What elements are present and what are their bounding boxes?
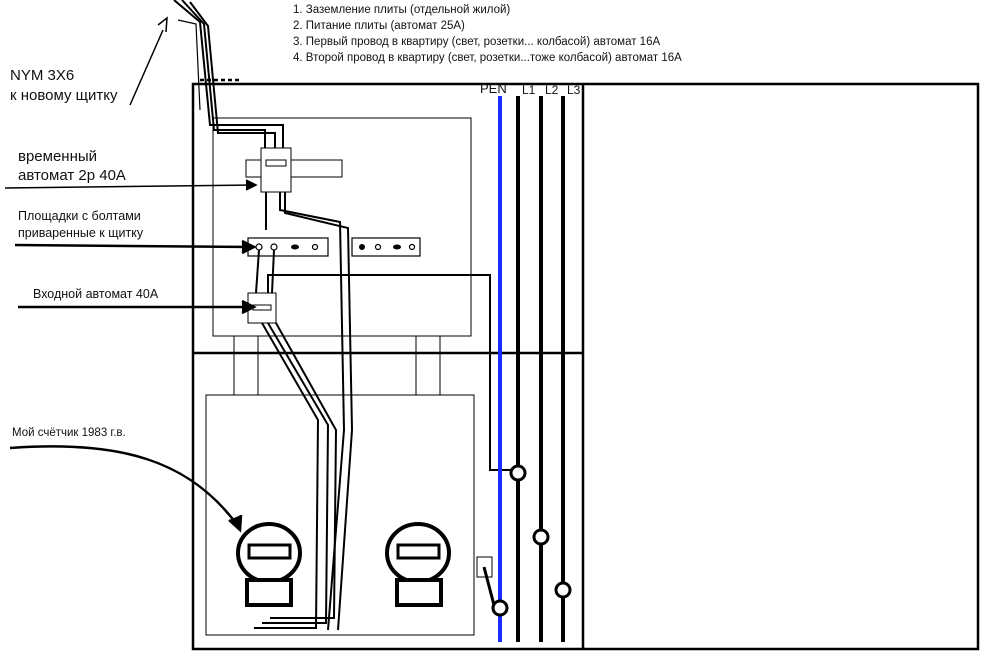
bolt-pad-right xyxy=(351,237,421,257)
arrow-input-breaker xyxy=(18,299,257,315)
l3-terminal xyxy=(554,581,572,599)
l2-terminal xyxy=(532,528,550,546)
cable-label-line2: к новому щитку xyxy=(10,87,118,104)
temp-breaker-label-line2: автомат 2р 40А xyxy=(18,167,126,184)
pen-terminal xyxy=(491,599,509,617)
pads-label-line2: приваренные к щитку xyxy=(18,226,144,240)
cabinet-outline xyxy=(191,82,980,651)
l1-terminal xyxy=(509,464,527,482)
notes-list: 1. Заземление плиты (отдельной жилой) 2.… xyxy=(293,2,682,66)
cable-label: NYM 3X6 к новому щитку xyxy=(10,66,117,106)
l2-bus-label: L2 xyxy=(545,83,559,97)
note-1: 1. Заземление плиты (отдельной жилой) xyxy=(293,4,511,16)
temp-breaker xyxy=(245,147,343,193)
meter-panel xyxy=(205,394,475,636)
meter-2 xyxy=(385,522,451,607)
arrow-pads xyxy=(14,239,257,255)
temp-breaker-label-line1: временный xyxy=(18,148,98,165)
input-breaker-label: Входной автомат 40А xyxy=(33,287,159,301)
nym-cable xyxy=(173,0,284,150)
bolt-pad-left xyxy=(247,237,329,257)
bracket-left xyxy=(233,335,259,396)
meter-label: Мой счётчик 1983 г.в. xyxy=(12,427,126,439)
temp-breaker-label: временный автомат 2р 40А xyxy=(18,147,126,185)
l3-bus-label: L3 xyxy=(567,83,581,97)
bracket-right xyxy=(415,335,441,396)
pads-label-line1: Площадки с болтами xyxy=(18,209,141,223)
l1-bus-label: L1 xyxy=(522,83,536,97)
pads-label: Площадки с болтами приваренные к щитку xyxy=(18,208,143,242)
arrow-temp-breaker xyxy=(4,179,258,191)
cable-label-line1: NYM 3X6 xyxy=(10,67,75,84)
meter-1 xyxy=(236,522,302,607)
note-3: 3. Первый провод в квартиру (свет, розет… xyxy=(293,36,661,48)
pen-bus-label: PEN xyxy=(480,81,507,96)
note-4: 4. Второй провод в квартиру (свет, розет… xyxy=(293,52,682,64)
note-2: 2. Питание плиты (автомат 25А) xyxy=(293,20,465,32)
arrow-nym xyxy=(129,16,168,106)
arrow-meter xyxy=(9,445,243,533)
neutral-wire xyxy=(482,566,496,606)
wires-breaker-to-pad xyxy=(265,192,354,631)
